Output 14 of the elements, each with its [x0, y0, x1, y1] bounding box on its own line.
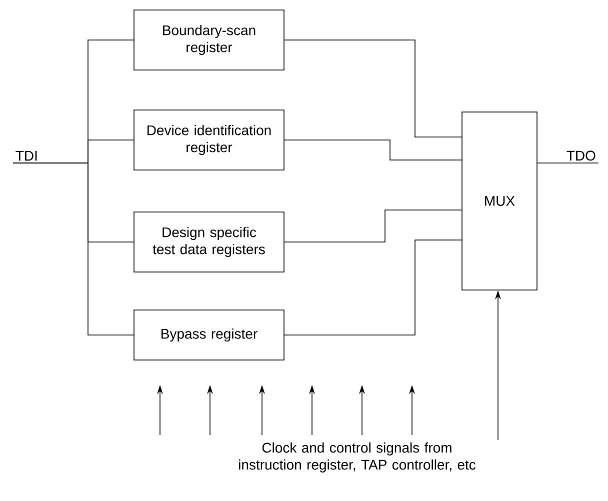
- register-box: Design specific test data registers: [134, 212, 284, 272]
- caption-text: Clock and control signals from instruction register, TAP controller, etc: [239, 442, 476, 472]
- signal-label: TDO: [566, 150, 596, 161]
- signal-label: TDI: [16, 150, 37, 161]
- register-box: Boundary-scan register: [134, 10, 284, 70]
- connector-line: [284, 140, 462, 160]
- register-box: Device identification register: [134, 110, 284, 170]
- mux-box: MUX: [462, 112, 538, 290]
- connector-line: [12, 162, 134, 336]
- connector-line: [537, 162, 599, 164]
- connector-line: [284, 40, 462, 138]
- connector-line: [284, 240, 462, 336]
- register-box: Bypass register: [134, 310, 284, 360]
- connector-line: [284, 210, 462, 242]
